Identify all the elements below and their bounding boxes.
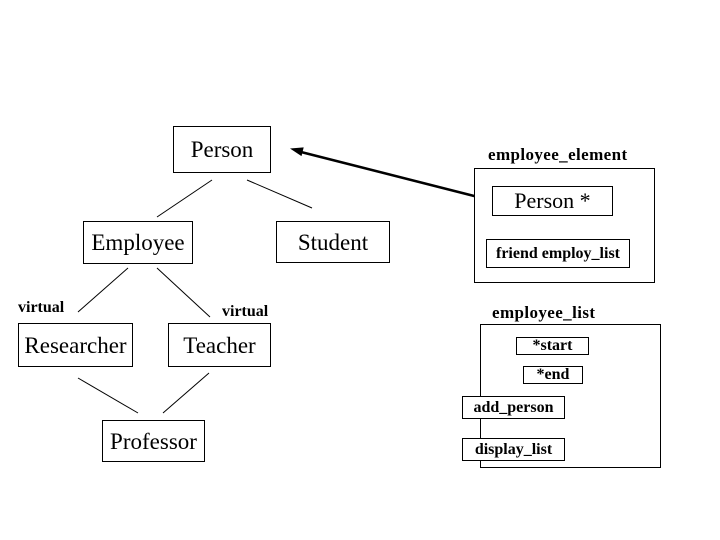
class-label-researcher: Researcher: [24, 332, 127, 358]
edge-employee-teacher: [156, 267, 211, 318]
edge-person-student: [246, 179, 313, 209]
class-box-student: Student: [276, 221, 390, 263]
class-label-teacher: Teacher: [183, 332, 256, 358]
employee-list-title: employee_list: [492, 303, 596, 322]
member-label-end-pointer: *end: [536, 366, 570, 383]
virtual-annotation-right: virtual: [222, 303, 269, 320]
edge-teacher-professor: [162, 372, 210, 414]
class-box-teacher: Teacher: [168, 323, 271, 367]
member-box-add-person: add_person: [462, 396, 565, 419]
member-label-person-pointer: Person *: [514, 188, 591, 213]
class-box-employee: Employee: [83, 221, 193, 264]
class-box-professor: Professor: [102, 420, 205, 462]
edge-researcher-professor: [77, 377, 139, 414]
class-label-student: Student: [297, 229, 369, 255]
member-label-display-list: display_list: [474, 440, 553, 458]
member-label-start-pointer: *start: [532, 337, 573, 354]
pointer-arrowhead-icon: [290, 147, 304, 157]
employee-element-title: employee_element: [488, 145, 628, 164]
member-label-add-person: add_person: [473, 398, 554, 416]
class-label-employee: Employee: [91, 230, 185, 255]
class-box-person: Person: [173, 126, 271, 173]
member-box-friend-declaration: friend employ_list: [486, 239, 630, 268]
member-label-friend-declaration: friend employ_list: [496, 244, 620, 262]
edge-employee-researcher: [77, 267, 129, 313]
member-box-display-list: display_list: [462, 438, 565, 461]
member-box-start-pointer: *start: [516, 337, 589, 355]
class-label-person: Person: [190, 137, 254, 162]
member-box-person-pointer: Person *: [492, 186, 613, 216]
edge-person-employee: [156, 179, 213, 218]
class-box-researcher: Researcher: [18, 323, 133, 367]
member-box-end-pointer: *end: [523, 366, 583, 384]
virtual-annotation-left: virtual: [18, 299, 65, 316]
class-label-professor: Professor: [110, 428, 197, 454]
pointer-arrow-line: [300, 150, 483, 200]
